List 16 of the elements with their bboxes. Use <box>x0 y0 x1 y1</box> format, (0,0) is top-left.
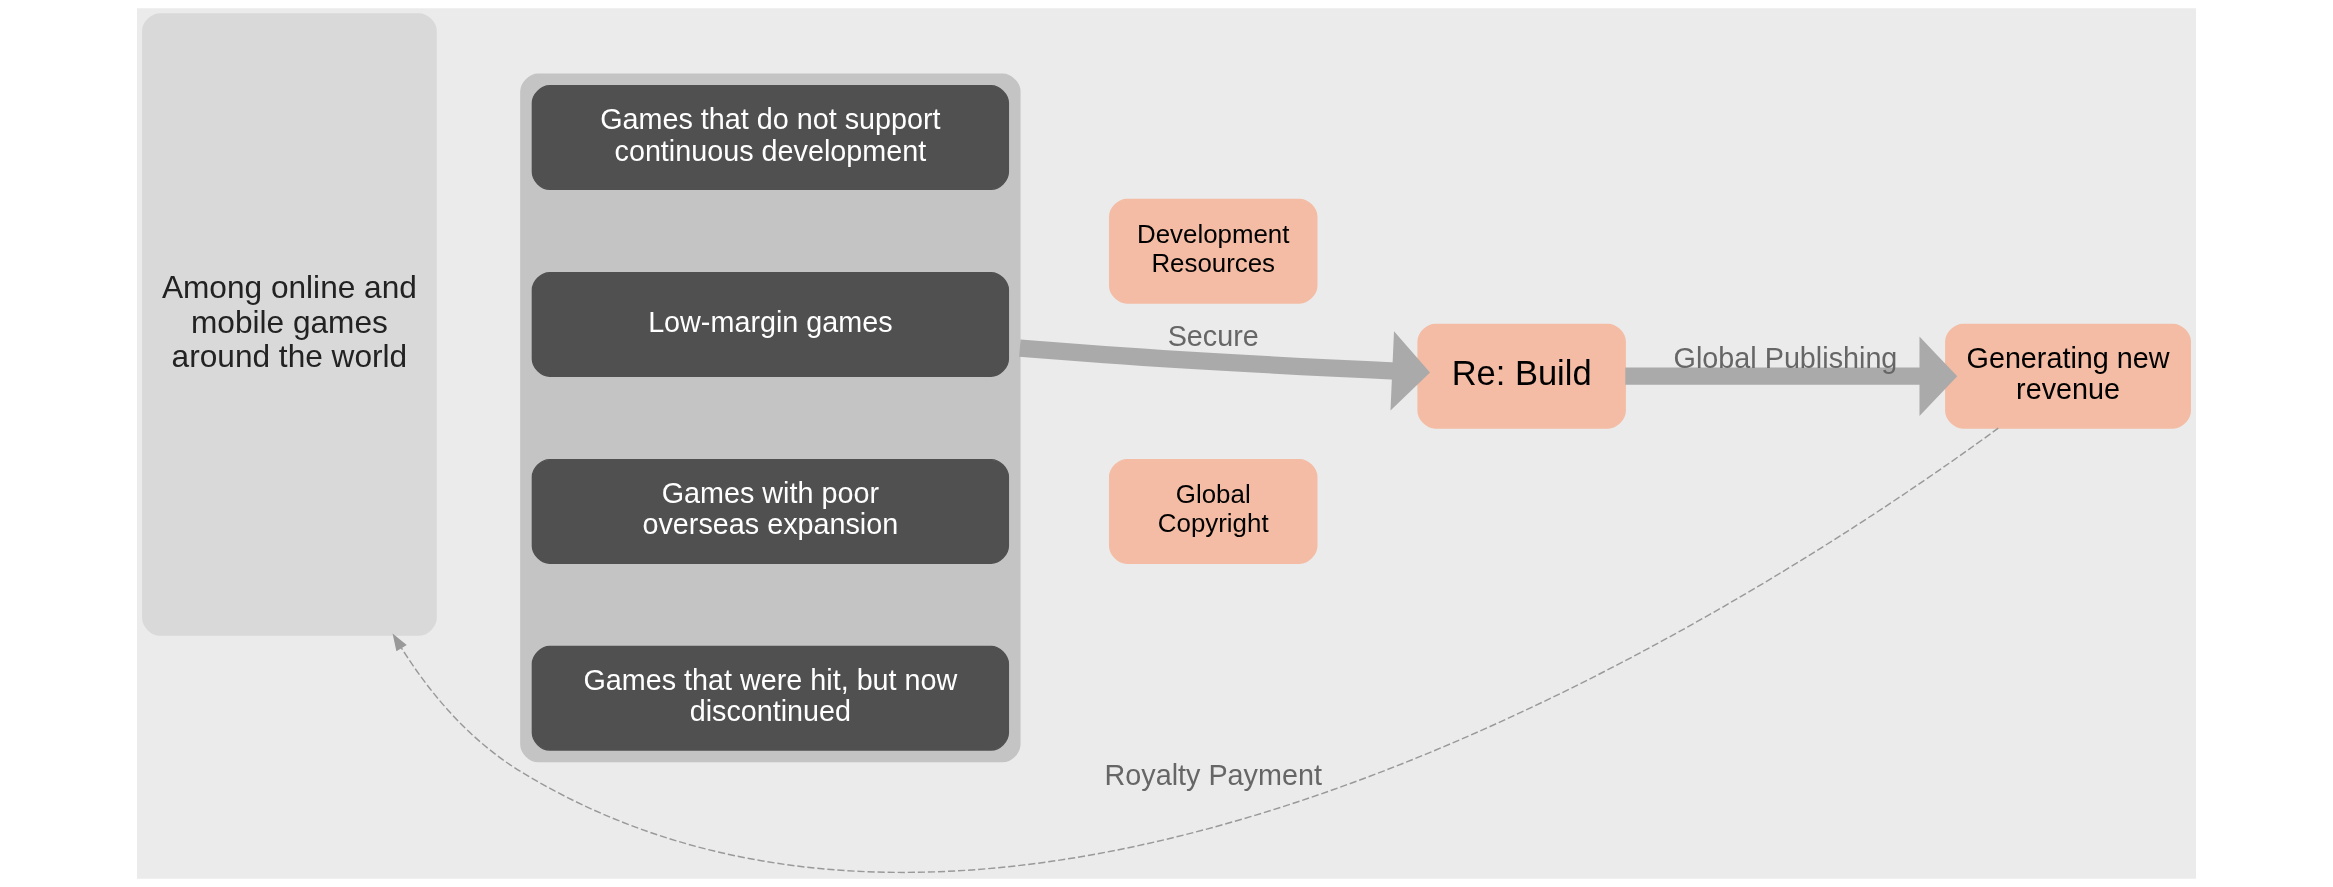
node-box: Games that were hit, but now discontinued <box>531 645 1010 751</box>
arrow <box>1019 331 1430 411</box>
node-box: Generating new revenue <box>1945 323 2191 429</box>
edge-label: Secure <box>1167 320 1259 353</box>
arrow <box>392 427 1999 873</box>
node-box: Among online and mobile games around the world <box>142 13 437 636</box>
edge-label: Global Publishing <box>1673 341 1898 374</box>
edge-label: Royalty Payment <box>1104 758 1322 791</box>
arrow <box>1625 336 1958 416</box>
node-box: Re: Build <box>1417 323 1626 429</box>
node-box: Games with poor overseas expansion <box>531 458 1010 564</box>
node-box: Global Copyright <box>1109 458 1318 564</box>
node-box: Development Resources <box>1109 198 1318 304</box>
node-box: Low-margin games <box>531 272 1010 377</box>
cluster <box>520 73 1021 763</box>
node-box: Games that do not support continuous development <box>531 85 1010 191</box>
